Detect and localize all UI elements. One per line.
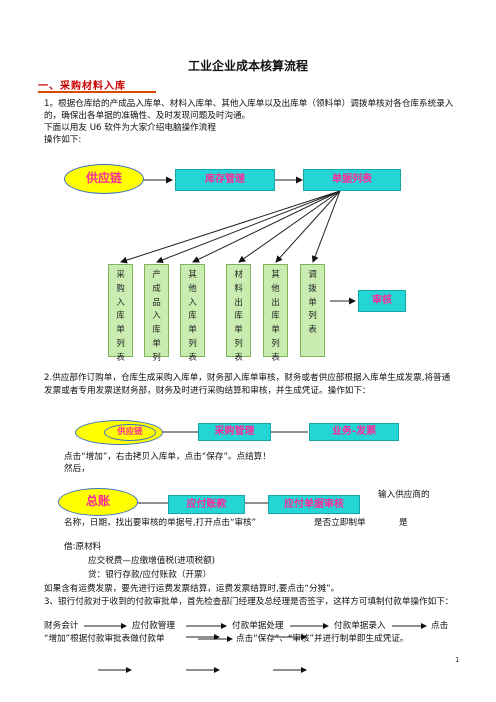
paragraph-1: 1。根据仓库给的产成品入库单、材料入库单、其他入库单以及出库单（领料单）调拨单核… (44, 99, 454, 121)
flow-line-2a: “增加”根据付款审批表做付款单 (44, 634, 165, 644)
line-4-left: 名称，日期，找出要审核的单据号,打开点击“审核” (64, 518, 257, 528)
flow-step-3: 付款单据处理 (232, 621, 284, 631)
paragraph-2: 2.供应部作订购单，仓库生成采购入库单，财务部入库单审核，财务或者供应部根据入库… (44, 373, 451, 396)
debit-line: 借:原材料 (64, 542, 102, 552)
audit-box: 审核 (358, 290, 406, 312)
business-invoice-box: 业务-发票 (309, 423, 399, 441)
doc-box-material-out: 材料出库单列表 (226, 264, 251, 362)
doc-box-other-out: 其他出库单列表 (263, 264, 288, 362)
line-4-mid: 是否立即制单 (314, 518, 366, 528)
freight-line: 如果含有运费发票，要先进行运费发票结算，运费发票结算时,要点击“分摊”。 (44, 584, 340, 594)
flow-step-1: 财务会计 (44, 621, 79, 631)
section-heading-1: 一、采购材料入库 (38, 81, 126, 92)
inventory-management-box: 库存管理 (175, 169, 275, 191)
doc-box-text: 产成品入库单列 (152, 269, 161, 362)
paragraph-1c: 操作如下: (44, 135, 82, 145)
doc-box-text: 材料出库单列表 (234, 269, 243, 362)
paragraph-1b: 下面以用友 U6 软件为大家介绍电脑操作流程 (44, 123, 216, 133)
flow-step-5: 点击 (431, 621, 449, 631)
supply-chain-inner-ellipse: 供应链 (104, 424, 156, 441)
section-underline (38, 91, 156, 93)
doc-box-other-in: 其他入库单列表 (180, 264, 205, 362)
line-3b: 然后， (64, 464, 90, 474)
tax-line: 应交税费—应缴增值税(进项税额) (88, 556, 216, 566)
credit-line: 贷：银行存款/应付账款（开票） (88, 570, 212, 580)
doc-box-text: 其他入库单列表 (188, 269, 197, 362)
line-3a: 点击“增加”，右击拷贝入库单，点击“保存”。点结算！ (64, 452, 271, 462)
flow-line-2b: 点击“保存”、“审核”并进行制单即生成凭证。 (236, 634, 409, 644)
line-4-right: 输入供应商的 (378, 490, 430, 500)
item-3: 3、银行付款对于收到的付款审批单，首先检查部门经理及总经理是否签字，这样方可填制… (44, 597, 454, 607)
page-number: 1 (455, 656, 460, 664)
purchase-management-box: 采购管理 (198, 423, 271, 441)
general-ledger-ellipse: 总账 (58, 488, 138, 516)
doc-box-transfer: 调拨单列表 (300, 264, 325, 357)
doc-box-purchase-in: 采购入库单列表 (108, 264, 133, 362)
payable-audit-box: 应付单据审核 (268, 495, 360, 514)
flow-step-4: 付款单据录入 (334, 621, 386, 631)
line-4-end: 是 (399, 518, 408, 528)
supply-chain-ellipse: 供应链 (64, 164, 144, 194)
doc-box-text: 采购入库单列表 (116, 269, 125, 362)
accounts-payable-box: 应付账款 (168, 495, 245, 514)
doc-box-text: 调拨单列表 (308, 269, 317, 335)
page-title: 工业企业成本核算流程 (187, 59, 308, 73)
doc-box-text: 其他出库单列表 (271, 269, 280, 362)
document-list-box: 单据列表 (303, 169, 401, 191)
flow-step-2: 应付款管理 (132, 621, 175, 631)
doc-box-finished-in: 产成品入库单列 (144, 264, 169, 362)
